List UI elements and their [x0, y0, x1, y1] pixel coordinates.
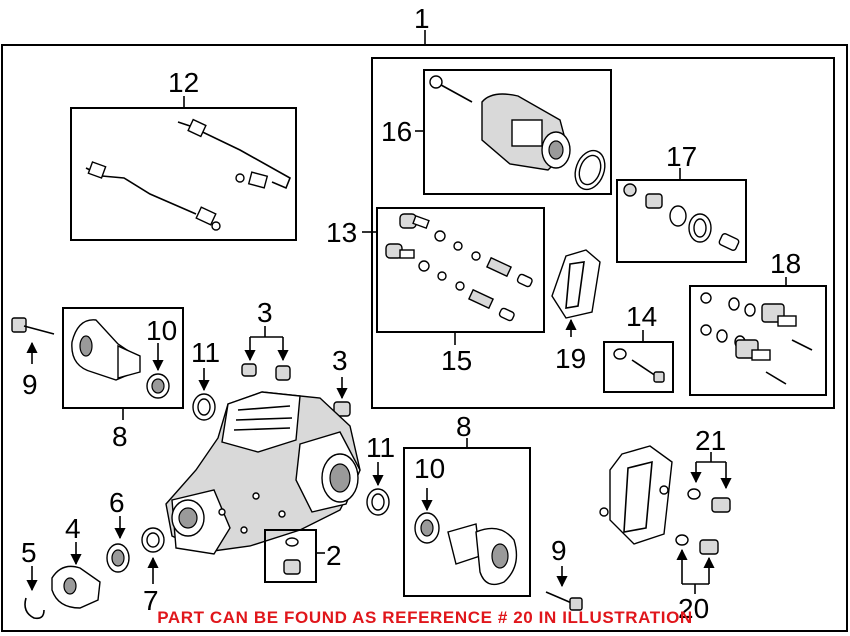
part-6-washer [106, 516, 130, 573]
callout-14[interactable]: 14 [626, 301, 657, 332]
callout-13[interactable]: 13 [326, 217, 357, 248]
callout-4[interactable]: 4 [65, 513, 81, 544]
callout-17[interactable]: 17 [666, 141, 697, 172]
control-module-icon [599, 445, 673, 545]
part-9-bolt-left [11, 317, 55, 364]
callout-16[interactable]: 16 [381, 116, 412, 147]
callout-7[interactable]: 7 [143, 585, 159, 616]
callout-2[interactable]: 2 [326, 540, 342, 571]
callout-10-right[interactable]: 10 [414, 453, 445, 484]
callout-1[interactable]: 1 [414, 3, 430, 34]
cover-plate-icon [551, 249, 601, 319]
group-2-drain-plug [264, 529, 325, 583]
callout-6[interactable]: 6 [109, 487, 125, 518]
part-reference-notice: PART CAN BE FOUND AS REFERENCE # 20 IN I… [157, 608, 693, 627]
group-14-bolt-kit [603, 330, 674, 393]
part-20-sensor-kit [675, 534, 719, 594]
callout-20[interactable]: 20 [678, 593, 709, 624]
line-fitting-icon [87, 161, 107, 179]
part-11-seal-left [192, 368, 216, 421]
group-8-left-flange [62, 307, 184, 420]
part-7-seal [141, 527, 165, 584]
part-21-sensor-kit [687, 452, 732, 513]
part-5-clip [24, 566, 45, 620]
group-16-motor [415, 69, 612, 195]
callout-10-left[interactable]: 10 [146, 315, 177, 346]
group-18-sensor-kit [689, 277, 827, 396]
callout-18[interactable]: 18 [770, 248, 801, 279]
group-15-seal-kit [376, 207, 545, 345]
group-13-control-unit [362, 57, 835, 409]
group-17-valve-kit [616, 168, 747, 263]
group-12-lines [70, 96, 297, 241]
group-8-right-flange [403, 438, 531, 597]
part-3-plug-single [333, 377, 351, 417]
callout-11-right[interactable]: 11 [366, 432, 395, 463]
callout-3-top[interactable]: 3 [257, 297, 273, 328]
callout-3-right[interactable]: 3 [332, 345, 348, 376]
callout-8-right[interactable]: 8 [456, 411, 472, 442]
part-3-plugs-pair [241, 326, 291, 381]
callout-15[interactable]: 15 [441, 345, 472, 376]
callout-11-left[interactable]: 11 [191, 337, 220, 368]
assembly-frame [1, 30, 848, 632]
part-19-cover [551, 249, 601, 337]
part-4-companion-flange [51, 542, 101, 609]
callout-12[interactable]: 12 [168, 67, 199, 98]
callout-9-left[interactable]: 9 [22, 369, 38, 400]
callout-21[interactable]: 21 [695, 425, 726, 456]
line-fitting-icon [187, 118, 207, 138]
callout-19[interactable]: 19 [555, 343, 586, 374]
callout-9-right[interactable]: 9 [551, 535, 567, 566]
line-fitting-icon [195, 206, 217, 226]
differential-housing-icon [165, 391, 361, 555]
part-11-seal-right [366, 462, 390, 516]
line-fitting-icon [247, 171, 269, 189]
callout-5[interactable]: 5 [21, 537, 37, 568]
part-9-bolt-right [545, 566, 583, 611]
callout-8-left[interactable]: 8 [112, 421, 128, 452]
